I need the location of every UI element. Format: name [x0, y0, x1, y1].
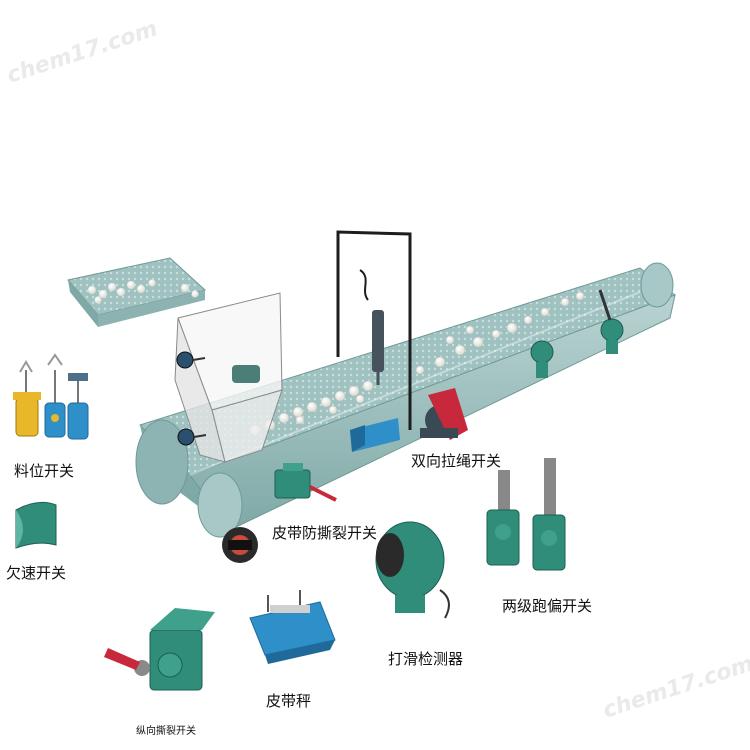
hopper-level-sensor-bottom — [177, 428, 207, 446]
tear-switch-device — [274, 463, 337, 502]
label-pull-rope-switch: 双向拉绳开关 — [411, 452, 502, 470]
tear-detector-on-belt — [350, 418, 400, 452]
label-underspeed-switch: 欠速开关 — [6, 564, 67, 582]
label-belt-scale: 皮带秤 — [266, 692, 312, 710]
feed-chute — [67, 257, 207, 327]
label-tear-switch: 皮带防撕裂开关 — [272, 524, 378, 542]
level-switch-devices — [13, 353, 89, 440]
pull-rope-switch-device — [420, 388, 468, 440]
speed-sensor-on-pulley — [222, 527, 258, 563]
label-slip-detector: 打滑检测器 — [388, 650, 464, 668]
hopper-level-sensor-top — [176, 351, 206, 369]
feed-stones — [88, 279, 199, 304]
belt-deviation-switch-1 — [530, 340, 554, 378]
label-deviation-switch: 两级跑偏开关 — [502, 597, 593, 615]
label-longitudinal-tear-switch: 纵向撕裂开关 — [136, 726, 196, 737]
pull-rope-frame — [336, 230, 412, 430]
underspeed-switch-device — [15, 501, 57, 549]
slip-detector-device — [375, 521, 450, 619]
label-level-switch: 料位开关 — [14, 462, 75, 480]
longitudinal-tear-switch-device — [104, 608, 215, 691]
belt-deviation-switch-2 — [598, 289, 624, 354]
belt-scale-device — [249, 590, 336, 664]
deviation-switch-devices — [486, 458, 566, 571]
